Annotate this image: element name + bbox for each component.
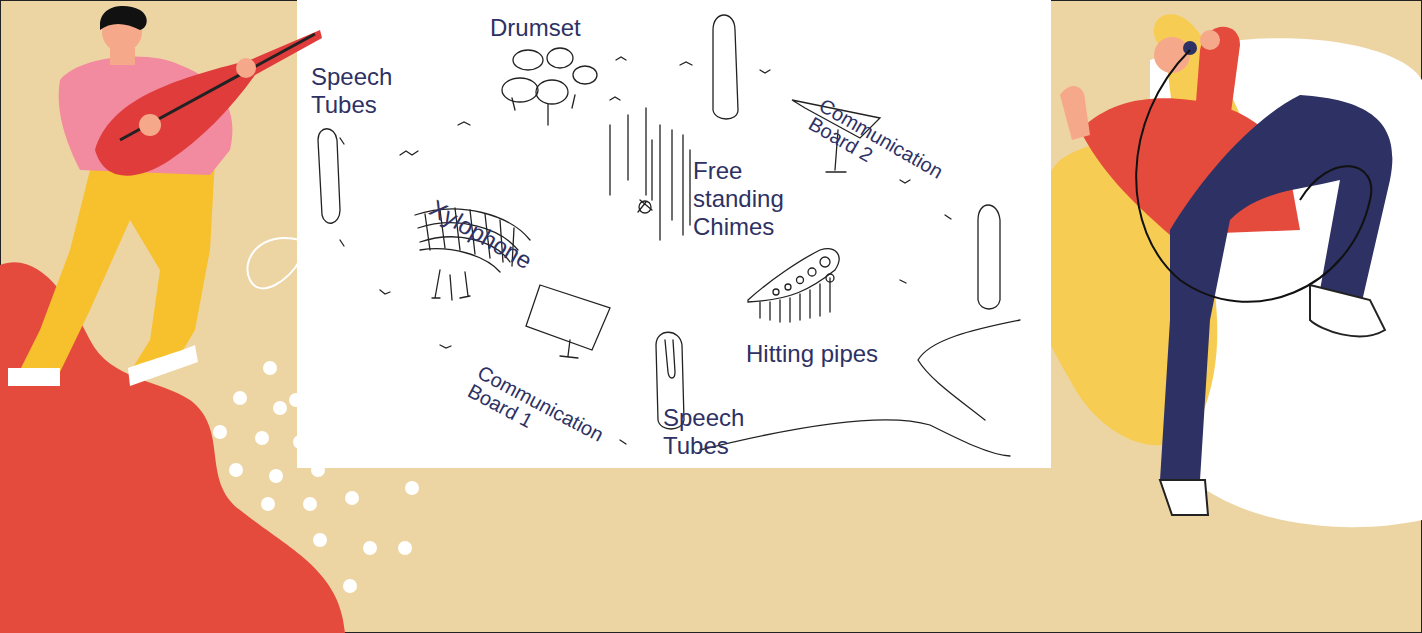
part-label: Speech Tubes: [311, 63, 411, 119]
part-label: Hitting pipes: [746, 340, 916, 368]
part-label: Speech Tubes: [663, 404, 763, 460]
part-label: Free standing Chimes: [693, 157, 813, 241]
part-label: Drumset: [490, 14, 630, 42]
